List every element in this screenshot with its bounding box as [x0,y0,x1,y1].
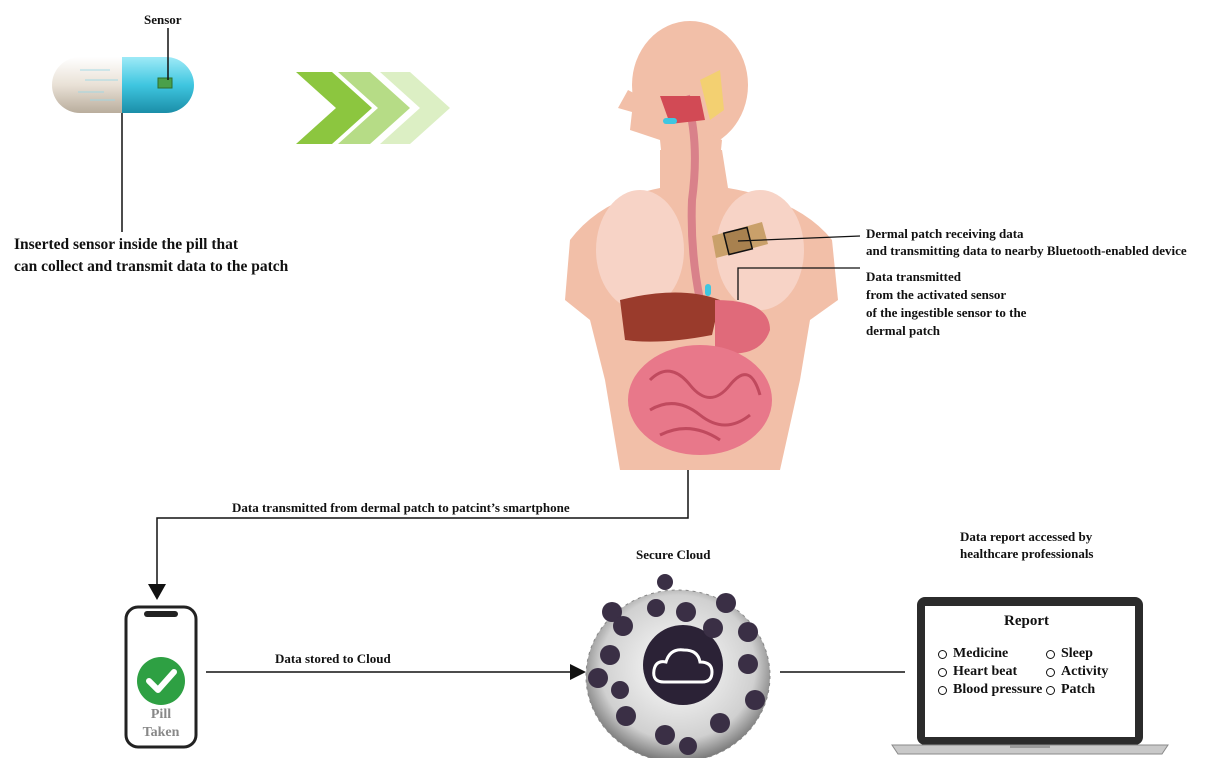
pill-caption-line1: Inserted sensor inside the pill that [14,234,238,256]
radio-icon [938,686,947,695]
secure-cloud-label: Secure Cloud [636,546,711,563]
report-item-medicine: Medicine [938,646,1008,662]
radio-icon [1046,686,1055,695]
radio-icon [1046,668,1055,677]
patch-label-line1: Dermal patch receiving data [866,225,1024,242]
transmit-label-line1: Data transmitted [866,268,961,285]
radio-icon [938,650,947,659]
sensor-label: Sensor [144,11,182,28]
report-access-line2: healthcare professionals [960,545,1094,562]
to-phone-label: Data transmitted from dermal patch to pa… [232,499,570,516]
transmit-label-line2: from the activated sensor [866,286,1006,303]
patch-label-line2: and transmitting data to nearby Bluetoot… [866,242,1187,259]
report-item-patch: Patch [1046,682,1095,698]
report-item-activity: Activity [1046,664,1108,680]
report-title: Report [1004,613,1049,630]
report-item-heart-beat: Heart beat [938,664,1017,680]
transmit-label-line3: of the ingestible sensor to the [866,304,1026,321]
radio-icon [938,668,947,677]
report-item-sleep: Sleep [1046,646,1093,662]
report-item-blood-pressure: Blood pressure [938,682,1042,698]
radio-icon [1046,650,1055,659]
stored-cloud-label: Data stored to Cloud [275,650,391,667]
transmit-label-line4: dermal patch [866,322,940,339]
report-access-line1: Data report accessed by [960,528,1092,545]
pill-caption-line2: can collect and transmit data to the pat… [14,256,288,278]
